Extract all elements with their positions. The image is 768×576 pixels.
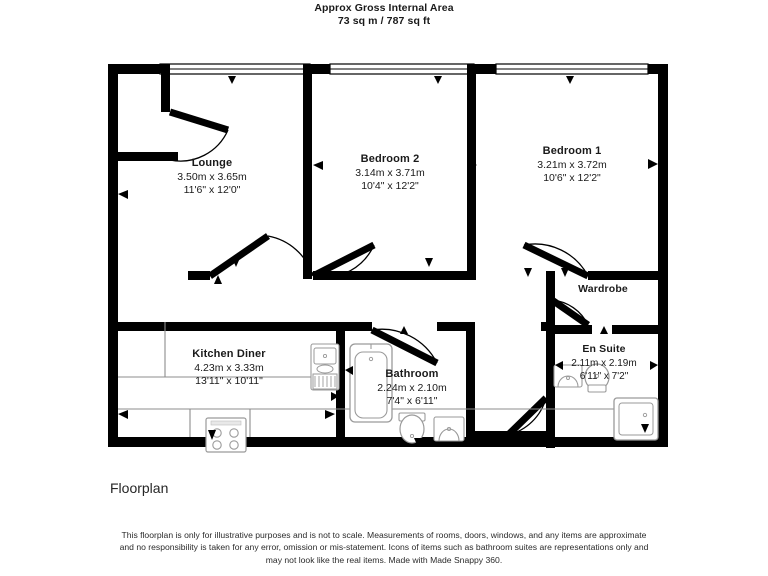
gross-internal-area-header: Approx Gross Internal Area 73 sq m / 787… — [0, 2, 768, 28]
bedroom-2-metric: 3.14m x 3.71m — [355, 166, 425, 179]
marker-lounge-centre-up — [214, 275, 222, 284]
door-entrance — [168, 108, 230, 162]
wc-ensuite-icon — [584, 363, 610, 393]
marker-bathroom-down — [414, 438, 422, 447]
disclaimer-line-2: and no responsibility is taken for any e… — [119, 542, 649, 553]
room-label-kitchen-diner: Kitchen Diner 4.23m x 3.33m 13'11" x 10'… — [165, 348, 293, 389]
room-label-wardrobe: Wardrobe — [548, 283, 658, 297]
basin-ensuite-icon — [553, 364, 583, 388]
bedroom-2-imperial: 10'4" x 12'2" — [361, 180, 419, 192]
marker-shower-down — [641, 424, 649, 433]
en-suite-metric: 2.11m x 2.19m — [571, 357, 637, 369]
kitchen-diner-name: Kitchen Diner — [192, 348, 266, 360]
marker-bedroom1-window — [566, 76, 574, 84]
window-group — [159, 63, 649, 75]
bathroom-name: Bathroom — [385, 368, 439, 380]
internal-walls — [108, 64, 668, 448]
door-bedroom-2 — [311, 241, 376, 280]
shower-icon — [613, 397, 659, 441]
room-label-bedroom-2: Bedroom 2 3.14m x 3.71m 10'4" x 12'2" — [330, 153, 450, 194]
marker-lounge-window — [228, 76, 236, 84]
marker-ensuite-right — [650, 361, 658, 370]
disclaimer-line-1: This floorplan is only for illustrative … — [121, 530, 647, 540]
bathroom-imperial: 7'4" x 6'11" — [386, 395, 438, 407]
marker-bedroom2-left — [313, 161, 323, 170]
door-en-suite — [505, 395, 549, 438]
floorplan-drawing — [108, 63, 668, 453]
wardrobe-name: Wardrobe — [578, 283, 628, 295]
en-suite-imperial: 6'11" x 7'2" — [579, 371, 629, 382]
kitchen-diner-imperial: 13'11" x 10'11" — [195, 375, 263, 387]
window-bedroom-2 — [329, 63, 475, 75]
lounge-name: Lounge — [191, 157, 233, 169]
bath-icon — [349, 343, 393, 423]
gia-value: 73 sq m / 787 sq ft — [337, 15, 431, 27]
disclaimer-text: This floorplan is only for illustrative … — [64, 529, 704, 566]
window-bedroom-1 — [495, 63, 649, 75]
door-group — [168, 108, 590, 438]
marker-bedroom1-right — [648, 159, 658, 169]
marker-bathroom-up — [400, 326, 408, 334]
lounge-metric: 3.50m x 3.65m — [177, 170, 247, 183]
marker-kitchen-right — [325, 410, 335, 419]
marker-bedroom2-window — [434, 76, 442, 84]
door-arc-extras — [315, 244, 375, 279]
bedroom-1-metric: 3.21m x 3.72m — [537, 158, 607, 171]
en-suite-name: En Suite — [582, 343, 626, 355]
door-lounge — [208, 233, 314, 279]
room-label-lounge: Lounge 3.50m x 3.65m 11'6" x 12'0" — [152, 157, 272, 198]
marker-lounge-left — [118, 190, 128, 199]
marker-kitchen-hob — [208, 430, 216, 440]
bedroom-1-imperial: 10'6" x 12'2" — [543, 172, 601, 184]
wc-bathroom-icon — [398, 412, 426, 444]
marker-ensuite-left — [555, 361, 563, 370]
bathroom-metric: 2.24m x 2.10m — [377, 381, 447, 394]
marker-sink-right — [331, 392, 339, 401]
marker-bedroom2-down — [425, 258, 433, 267]
lounge-imperial: 11'6" x 12'0" — [183, 184, 241, 196]
marker-bedroom2-right — [467, 160, 477, 170]
gia-title: Approx Gross Internal Area — [314, 2, 454, 14]
kitchen-sink-icon — [310, 343, 340, 391]
door-bathroom — [370, 326, 439, 367]
floorplan-svg — [108, 63, 668, 453]
marker-kitchen-left — [118, 410, 128, 419]
hob-icon — [205, 417, 247, 453]
room-label-bathroom: Bathroom 2.24m x 2.10m 7'4" x 6'11" — [350, 368, 474, 409]
marker-wardrobe — [561, 268, 569, 277]
page-title: Floorplan — [110, 480, 169, 496]
room-label-en-suite: En Suite 2.11m x 2.19m 6'11" x 7'2" — [548, 343, 660, 384]
door-wardrobe — [550, 297, 590, 328]
viewpoint-markers — [118, 76, 658, 447]
kitchen-diner-metric: 4.23m x 3.33m — [194, 361, 264, 374]
marker-bedroom1-left-stub — [524, 268, 532, 277]
marker-lounge-centre-down — [232, 258, 240, 267]
marker-bathroom-left — [345, 366, 353, 375]
basin-bathroom-icon — [433, 416, 465, 442]
room-label-bedroom-1: Bedroom 1 3.21m x 3.72m 10'6" x 12'2" — [512, 145, 632, 186]
window-lounge — [159, 63, 311, 75]
disclaimer-line-3: may not look like the real items. Made w… — [265, 554, 503, 565]
marker-ensuite-up — [600, 326, 608, 334]
door-bedroom-1 — [522, 241, 590, 280]
bedroom-1-name: Bedroom 1 — [542, 145, 602, 157]
marker-bathroom-right — [467, 366, 475, 375]
bedroom-2-name: Bedroom 2 — [360, 153, 420, 165]
